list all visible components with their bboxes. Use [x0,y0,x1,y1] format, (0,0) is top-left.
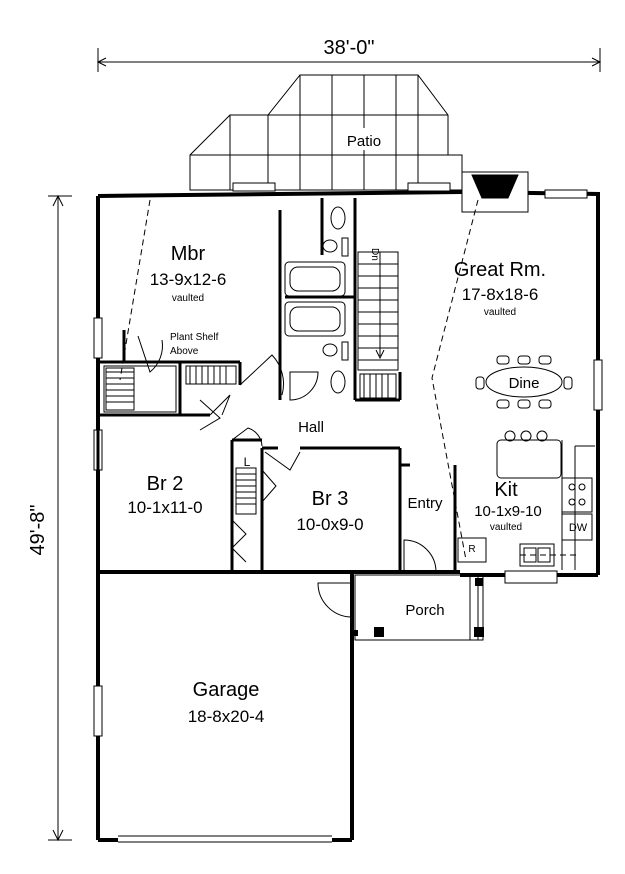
garage-door [118,835,332,843]
closet-shelving [103,365,397,515]
entry-label: Entry [407,495,443,512]
br3-name: Br 3 [312,488,349,510]
garage-size: 18-8x20-4 [188,707,265,726]
mbr-size: 13-9x12-6 [150,270,227,289]
plant-shelf-label-line2: Above [170,346,199,357]
kit-note: vaulted [490,522,522,533]
mbr-note: vaulted [172,293,204,304]
stairs [357,251,399,371]
br2-size: 10-1x11-0 [127,498,202,517]
depth-dimension-label: 49'-8" [27,505,49,556]
patio-area [189,74,463,191]
porch-label: Porch [405,602,444,619]
hall-label: Hall [298,419,324,436]
width-dimension-label: 38'-0" [324,37,375,59]
great-room-name: Great Rm. [454,259,546,281]
fireplace [461,171,529,213]
porch-columns [352,578,484,637]
great-room-size: 17-8x18-6 [462,285,539,304]
patio-label: Patio [347,133,381,150]
great-room-note: vaulted [484,307,516,318]
dimension-width [96,48,602,72]
dining-table [475,355,573,409]
door-swings [137,335,437,618]
garage-name: Garage [193,679,260,701]
linen-closet-label: L [244,455,251,469]
dine-label: Dine [509,375,540,392]
stair-down-label: Dn [369,248,380,261]
vault-lines [119,199,578,561]
br2-name: Br 2 [147,473,184,495]
kitchen-counters [457,430,595,570]
dimension-depth [48,194,72,842]
plant-shelf-label-line1: Plant Shelf [170,332,219,343]
br3-size: 10-0x9-0 [296,515,363,534]
range-label: R [468,544,475,555]
bath-fixtures [284,206,349,394]
dishwasher-label: DW [569,522,588,534]
kit-name: Kit [494,479,518,501]
mbr-name: Mbr [171,243,206,265]
kit-size: 10-1x9-10 [474,503,542,520]
